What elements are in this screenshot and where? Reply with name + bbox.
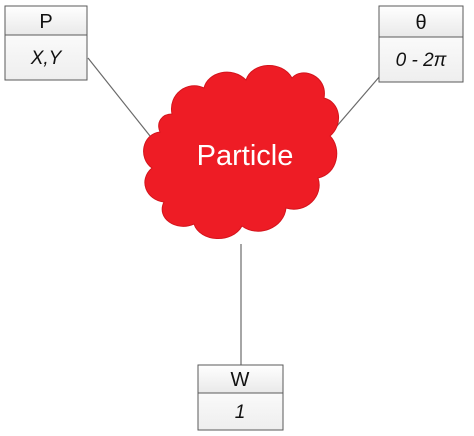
entity-box-theta[interactable]: θ 0 - 2π — [378, 5, 464, 83]
p-header — [4, 5, 88, 36]
entity-box-w[interactable]: W 1 — [197, 364, 284, 431]
particle-label: Particle — [197, 140, 294, 172]
w-header — [197, 364, 284, 394]
theta-header — [378, 5, 464, 38]
cloud-shape — [143, 65, 339, 239]
w-value: 1 — [235, 402, 246, 423]
theta-title: θ — [415, 12, 426, 34]
entity-box-p[interactable]: P X,Y — [4, 5, 88, 81]
w-body — [197, 392, 284, 431]
w-title: W — [231, 369, 250, 391]
p-value: X,Y — [30, 48, 63, 69]
theta-body — [378, 36, 464, 83]
theta-value: 0 - 2π — [396, 50, 448, 71]
connector-p-particle — [87, 57, 159, 147]
p-body — [4, 34, 88, 81]
p-title: P — [39, 11, 52, 33]
particle-cloud[interactable]: Particle — [143, 65, 339, 239]
